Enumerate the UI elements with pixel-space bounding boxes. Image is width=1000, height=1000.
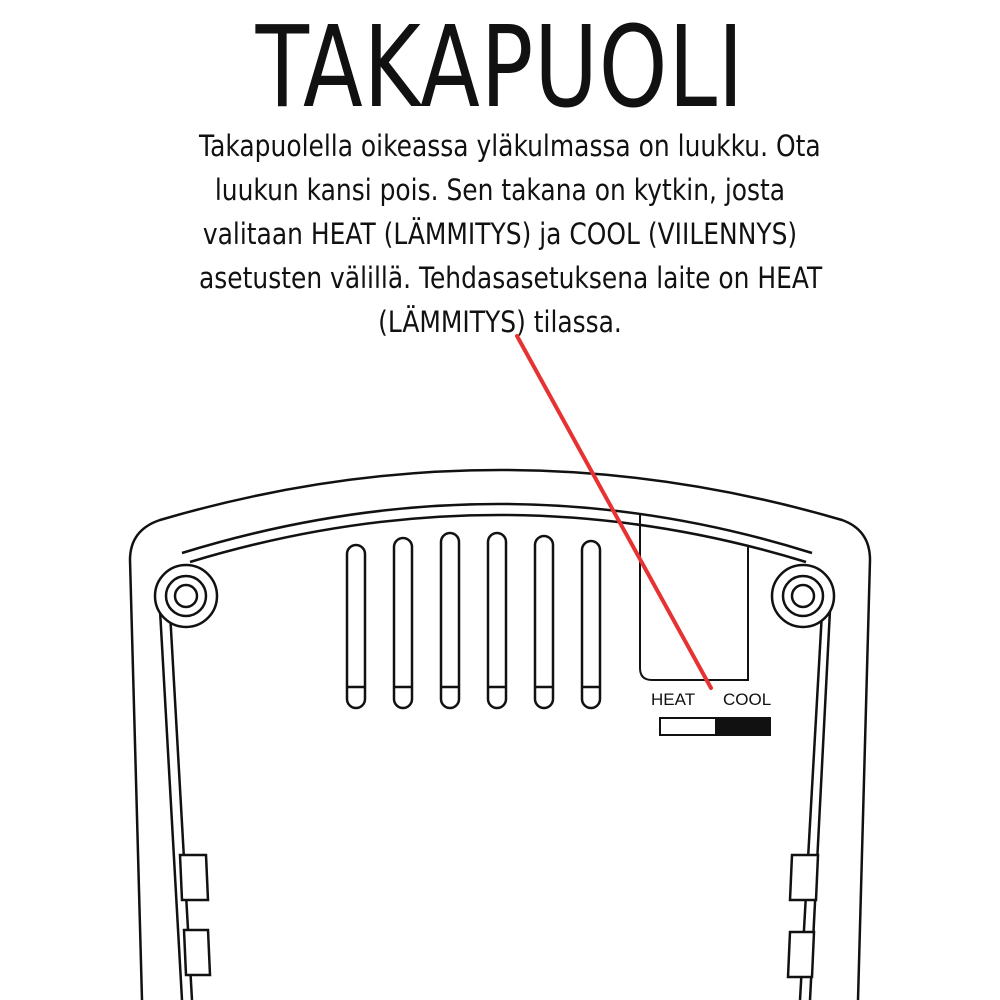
side-clip-right bbox=[788, 853, 820, 902]
hatch-compartment bbox=[639, 513, 749, 681]
vent-slot bbox=[345, 543, 367, 710]
vent-slot bbox=[439, 531, 461, 710]
inner-arc bbox=[181, 502, 813, 555]
inner-wall-left bbox=[158, 609, 184, 1000]
vent-slot bbox=[533, 534, 555, 710]
description-line: asetusten välillä. Tehdasasetuksena lait… bbox=[199, 261, 823, 295]
vent-slot bbox=[486, 531, 508, 710]
description-text: Takapuolella oikeassa yläkulmassa on luu… bbox=[199, 124, 823, 344]
description-line: (LÄMMITYS) tilassa. bbox=[378, 305, 622, 339]
pointer-line bbox=[515, 334, 713, 690]
side-clip-left bbox=[178, 853, 210, 902]
switch-slider bbox=[716, 718, 770, 735]
side-clip-left bbox=[182, 928, 212, 977]
description-line: luukun kansi pois. Sen takana on kytkin,… bbox=[214, 173, 786, 207]
inner-arc bbox=[189, 513, 807, 564]
screw-post-left-hole bbox=[173, 583, 199, 609]
description-line: Takapuolella oikeassa yläkulmassa on luu… bbox=[199, 129, 821, 163]
side-clip-right bbox=[786, 930, 816, 979]
housing-outline bbox=[128, 468, 872, 1000]
page-title: TAKAPUOLI bbox=[255, 3, 745, 133]
heat-label: HEAT bbox=[651, 690, 695, 709]
vent-slot bbox=[392, 536, 414, 710]
vent-slot bbox=[580, 539, 602, 710]
description-line: valitaan HEAT (LÄMMITYS) ja COOL (VIILEN… bbox=[202, 217, 798, 251]
screw-post-right-hole bbox=[790, 583, 816, 609]
cool-label: COOL bbox=[723, 690, 771, 709]
